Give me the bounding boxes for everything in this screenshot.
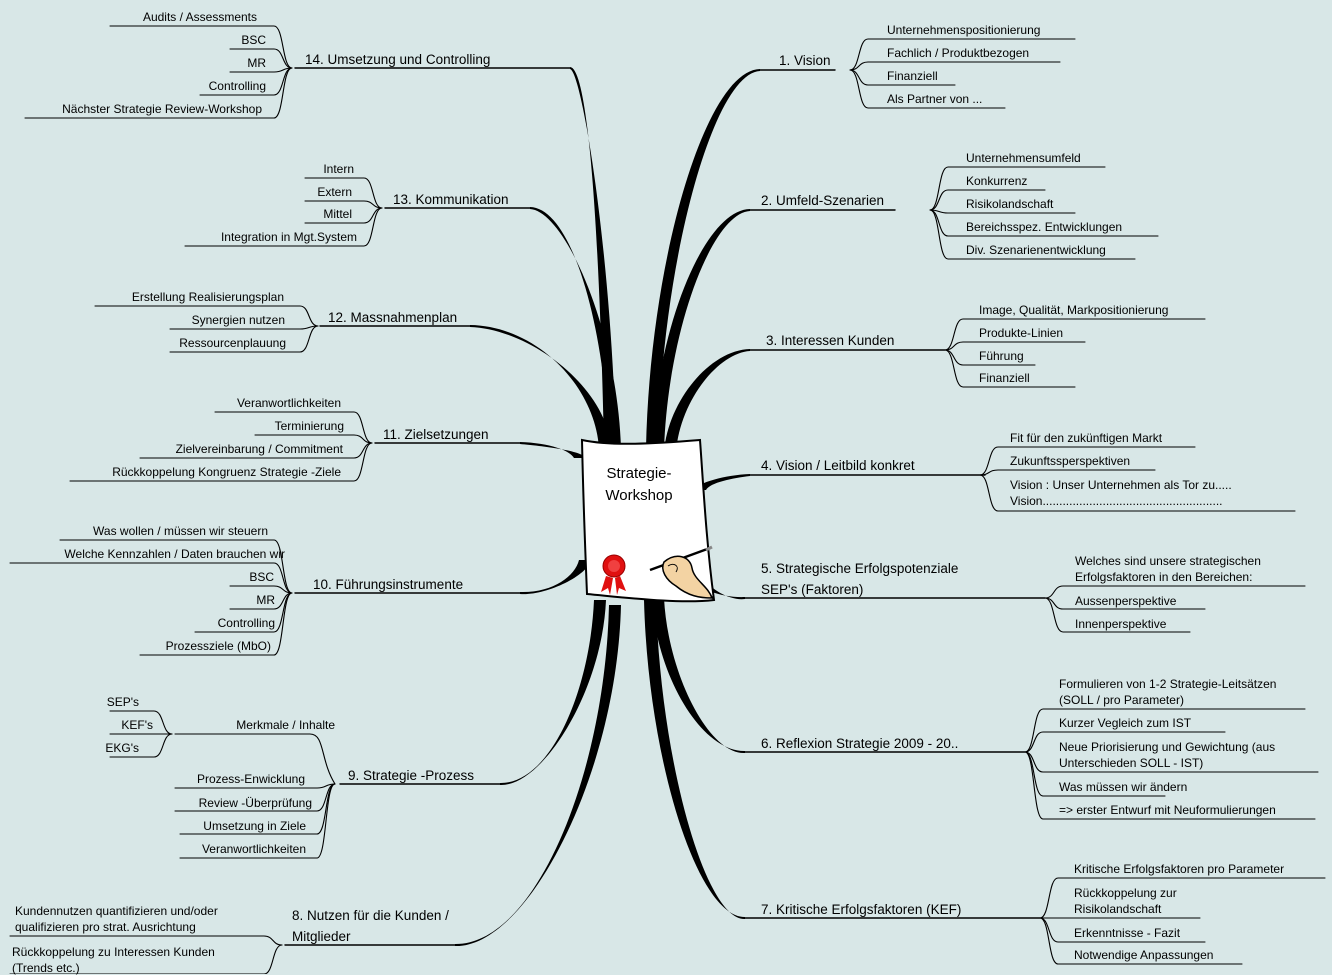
central-topic[interactable]: Strategie- Workshop: [578, 463, 700, 507]
subtopic[interactable]: Mittel: [323, 207, 352, 221]
topic-11-zielsetzungen[interactable]: 11. Zielsetzungen: [383, 427, 489, 442]
topic-6-reflexion[interactable]: 6. Reflexion Strategie 2009 - 20..: [761, 736, 959, 751]
subtopic[interactable]: Kurzer Vegleich zum IST: [1059, 716, 1192, 730]
subtopic[interactable]: Finanziell: [887, 69, 938, 83]
subtopic[interactable]: Rückkoppelung zu Interessen Kunden: [12, 945, 215, 959]
subtopic[interactable]: Fachlich / Produktbezogen: [887, 46, 1030, 60]
topic-8-nutzen-line1[interactable]: 8. Nutzen für die Kunden /: [292, 908, 449, 923]
subtopic[interactable]: Zielvereinbarung / Commitment: [175, 442, 343, 456]
subtopic[interactable]: Veranwortlichkeiten: [201, 842, 306, 856]
subtopic[interactable]: Extern: [317, 185, 352, 199]
topic-10-fuehrungsinstrumente[interactable]: 10. Führungsinstrumente: [313, 577, 464, 592]
subtopic[interactable]: qualifizieren pro strat. Ausrichtung: [15, 920, 196, 934]
subtopic[interactable]: Führung: [979, 349, 1024, 363]
subtopic[interactable]: Risikolandschaft: [1074, 902, 1162, 916]
subtopic[interactable]: Erkenntnisse - Fazit: [1074, 926, 1181, 940]
subtopic[interactable]: Welche Kennzahlen / Daten brauchen wir: [64, 547, 285, 561]
topic-4-leitbild[interactable]: 4. Vision / Leitbild konkret: [761, 458, 915, 473]
subtopic[interactable]: Prozess-Enwicklung: [196, 772, 305, 786]
subtopic[interactable]: Image, Qualität, Markpositionierung: [979, 303, 1169, 317]
subtopic[interactable]: Ressourcenplauung: [179, 336, 286, 350]
subtopic[interactable]: MR: [256, 593, 275, 607]
topic-14-umsetzung[interactable]: 14. Umsetzung und Controlling: [305, 52, 491, 67]
subtopic[interactable]: Formulieren von 1-2 Strategie-Leitsätzen: [1059, 677, 1277, 691]
subtopic[interactable]: Nächster Strategie Review-Workshop: [62, 102, 262, 116]
red-seal-icon: [601, 554, 626, 595]
branch-lines: [9, 25, 1326, 974]
topic-3-interessen[interactable]: 3. Interessen Kunden: [766, 333, 895, 348]
subtopic[interactable]: Unternehmensumfeld: [966, 151, 1081, 165]
subtopic[interactable]: Produkte-Linien: [979, 326, 1064, 340]
subtopic[interactable]: Veranwortlichkeiten: [236, 396, 341, 410]
topic-7-kef[interactable]: 7. Kritische Erfolgsfaktoren (KEF): [761, 902, 962, 917]
subtopic[interactable]: Integration in Mgt.System: [220, 230, 357, 244]
topic-1-vision[interactable]: 1. Vision: [779, 53, 831, 68]
subtopic[interactable]: Risikolandschaft: [966, 197, 1054, 211]
subtopic[interactable]: Finanziell: [979, 371, 1030, 385]
topic-5-sep-line1[interactable]: 5. Strategische Erfolgspotenziale: [761, 561, 959, 576]
subtopic[interactable]: Erstellung Realisierungsplan: [131, 290, 284, 304]
subtopic[interactable]: Vision..................................…: [1010, 494, 1223, 508]
subtopic[interactable]: MR: [247, 56, 266, 70]
topic-5-sep-line2[interactable]: SEP's (Faktoren): [761, 582, 864, 597]
subtopic[interactable]: Audits / Assessments: [142, 10, 257, 24]
subtopic[interactable]: Unternehmenspositionierung: [887, 23, 1041, 37]
topic-9-strategie-prozess[interactable]: 9. Strategie -Prozess: [348, 768, 475, 783]
topic-12-massnahmenplan[interactable]: 12. Massnahmenplan: [328, 310, 458, 325]
subtopic[interactable]: Was wollen / müssen wir steuern: [93, 524, 268, 538]
subtopic[interactable]: EKG's: [105, 741, 139, 755]
subtopic[interactable]: Vision : Unser Unternehmen als Tor zu...…: [1010, 478, 1232, 492]
subtopic[interactable]: BSC: [241, 33, 266, 47]
subtopic[interactable]: Controlling: [217, 616, 275, 630]
subtopic[interactable]: => erster Entwurf mit Neuformulierungen: [1059, 803, 1276, 817]
subtopic[interactable]: Erfolgsfaktoren in den Bereichen:: [1075, 570, 1253, 584]
subtopic[interactable]: Rückkoppelung Kongruenz Strategie -Ziele: [112, 465, 341, 479]
subtopic[interactable]: (Trends etc.): [12, 961, 80, 975]
subtopic[interactable]: KEF's: [121, 718, 153, 732]
topic-13-kommunikation[interactable]: 13. Kommunikation: [393, 192, 509, 207]
subtopic[interactable]: Notwendige Anpassungen: [1074, 948, 1214, 962]
subtopic[interactable]: (SOLL / pro Parameter): [1059, 693, 1184, 707]
subtopic[interactable]: Zukunftssperspektiven: [1010, 454, 1131, 468]
topic-2-umfeld[interactable]: 2. Umfeld-Szenarien: [761, 193, 885, 208]
subtopic[interactable]: Was müssen wir ändern: [1059, 780, 1188, 794]
subtopic[interactable]: Terminierung: [274, 419, 344, 433]
subtopic[interactable]: Welches sind unsere strategischen: [1075, 554, 1261, 568]
subtopic[interactable]: Kundennutzen quantifizieren und/oder: [15, 904, 218, 918]
subtopic[interactable]: Prozessziele (MbO): [165, 639, 271, 653]
subtopic[interactable]: Bereichsspez. Entwicklungen: [966, 220, 1123, 234]
topic-8-nutzen-line2[interactable]: Mitglieder: [292, 929, 351, 944]
subtopic[interactable]: Neue Priorisierung und Gewichtung (aus: [1059, 740, 1276, 754]
subtopic[interactable]: Rückkoppelung zur: [1074, 886, 1177, 900]
subtopic[interactable]: Controlling: [208, 79, 266, 93]
subtopic[interactable]: Als Partner von ...: [887, 92, 983, 106]
subtopic[interactable]: Fit für den zukünftigen Markt: [1010, 431, 1163, 445]
subtopic[interactable]: Merkmale / Inhalte: [236, 718, 335, 732]
subtopic[interactable]: Div. Szenarienentwicklung: [966, 243, 1106, 257]
subtopic[interactable]: Synergien nutzen: [191, 313, 285, 327]
subtopic[interactable]: Aussenperspektive: [1075, 594, 1177, 608]
subtopic[interactable]: Review -Überprüfung: [198, 796, 312, 810]
subtopic[interactable]: Umsetzung in Ziele: [203, 819, 306, 833]
subtopic[interactable]: Intern: [323, 162, 354, 176]
central-topic-line2: Workshop: [605, 487, 673, 504]
subtopic[interactable]: BSC: [249, 570, 274, 584]
hand-with-pen-icon: [649, 545, 714, 599]
subtopic[interactable]: Kritische Erfolgsfaktoren pro Parameter: [1074, 862, 1285, 876]
subtopic[interactable]: Unterschieden SOLL - IST): [1059, 756, 1204, 770]
central-topic-line1: Strategie-: [606, 465, 672, 482]
subtopic[interactable]: Innenperspektive: [1075, 617, 1167, 631]
subtopic[interactable]: SEP's: [106, 695, 139, 709]
subtopic[interactable]: Konkurrenz: [966, 174, 1028, 188]
